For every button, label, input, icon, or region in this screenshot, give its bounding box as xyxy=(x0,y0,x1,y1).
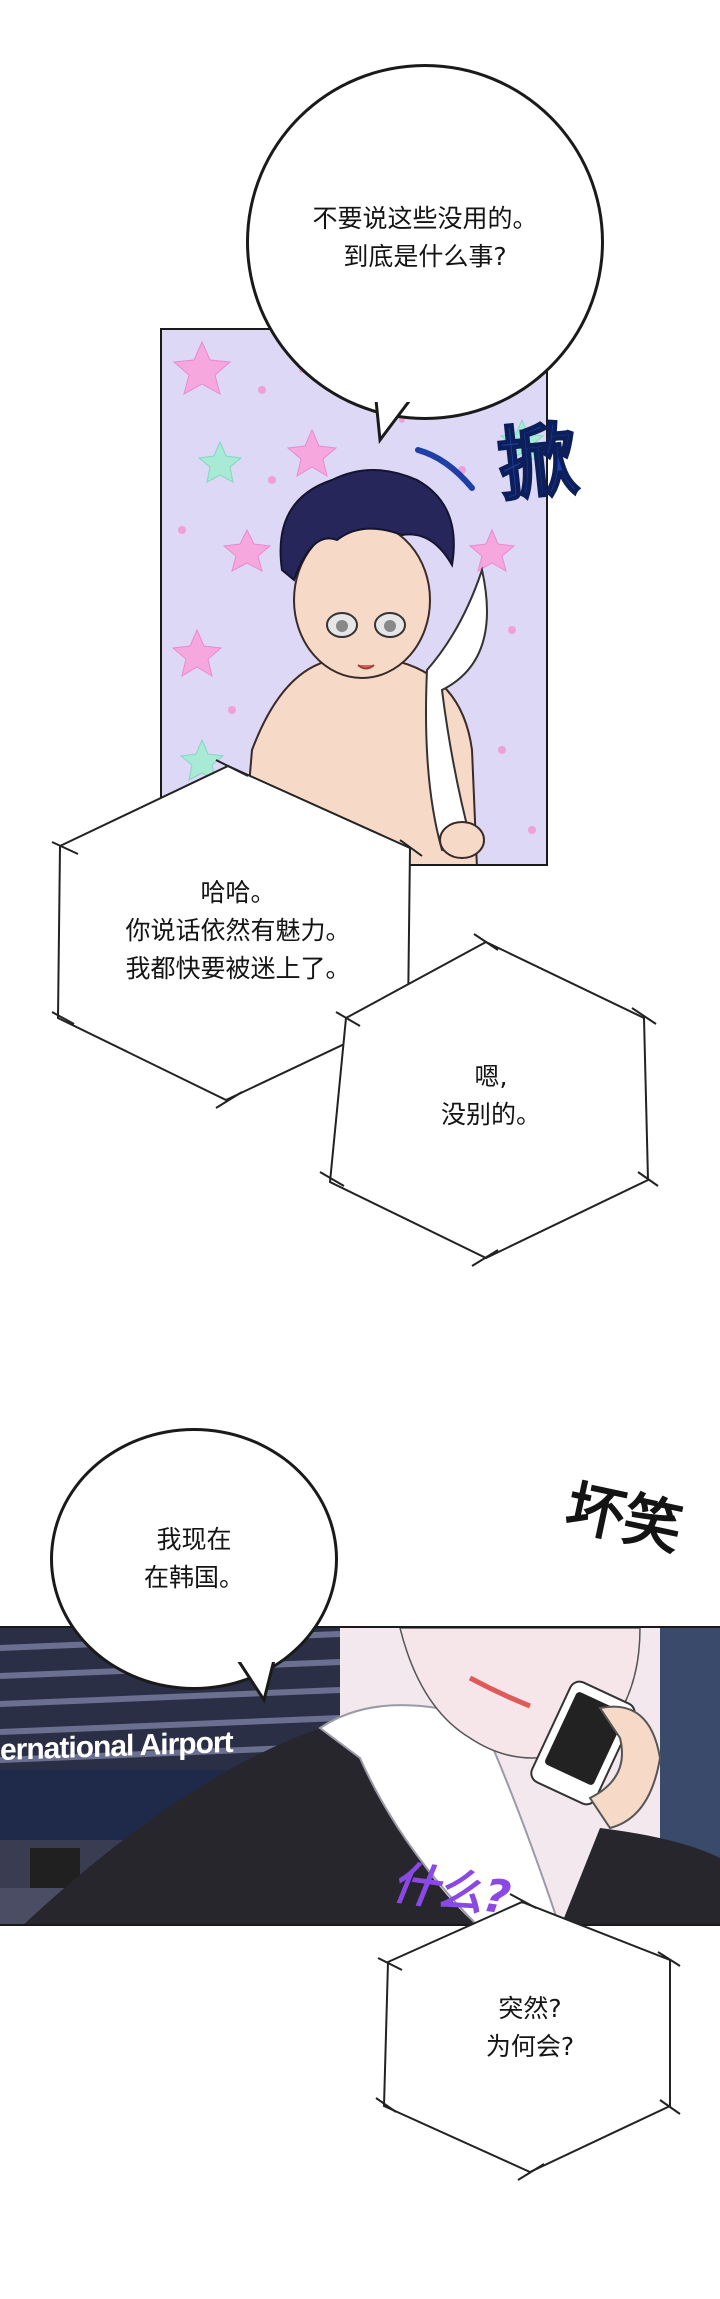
hexagon-outline xyxy=(319,933,659,1267)
bubble-4-text: 我现在 在韩国。 xyxy=(143,1525,244,1592)
sfx-throw: 掀 xyxy=(492,411,583,514)
bubble-1-text: 不要说这些没用的。 到底是什么事? xyxy=(312,204,538,271)
panel-airport-phone: ernational Airport xyxy=(0,1626,720,1926)
bubble-2-text: 哈哈。 你说话依然有魅力。 我都快要被迷上了。 xyxy=(125,878,351,983)
airport-illustration xyxy=(0,1628,720,1924)
star-pattern xyxy=(171,340,516,678)
thought-bubble-3: 嗯, 没别的。 xyxy=(319,933,659,1267)
sfx-smirk: 坏笑 xyxy=(560,1472,688,1564)
speech-bubble-1: 不要说这些没用的。 到底是什么事? xyxy=(246,64,604,420)
bubble-1-tail xyxy=(374,400,414,444)
thought-bubble-2: 哈哈。 你说话依然有魅力。 我都快要被迷上了。 xyxy=(51,759,424,1109)
hexagon-outline xyxy=(51,759,423,1109)
motion-line xyxy=(415,447,475,491)
hexagon-outline xyxy=(375,1893,681,2181)
speech-bubble-4: 我现在 在韩国。 xyxy=(50,1428,338,1690)
bubble-3-text: 嗯, 没别的。 xyxy=(440,1062,541,1129)
bubble-4-tail xyxy=(236,1660,276,1704)
bubble-5-text: 突然? 为何会? xyxy=(485,1994,575,2061)
thought-bubble-5: 突然? 为何会? xyxy=(375,1893,681,2181)
boy-illustration xyxy=(171,340,545,864)
